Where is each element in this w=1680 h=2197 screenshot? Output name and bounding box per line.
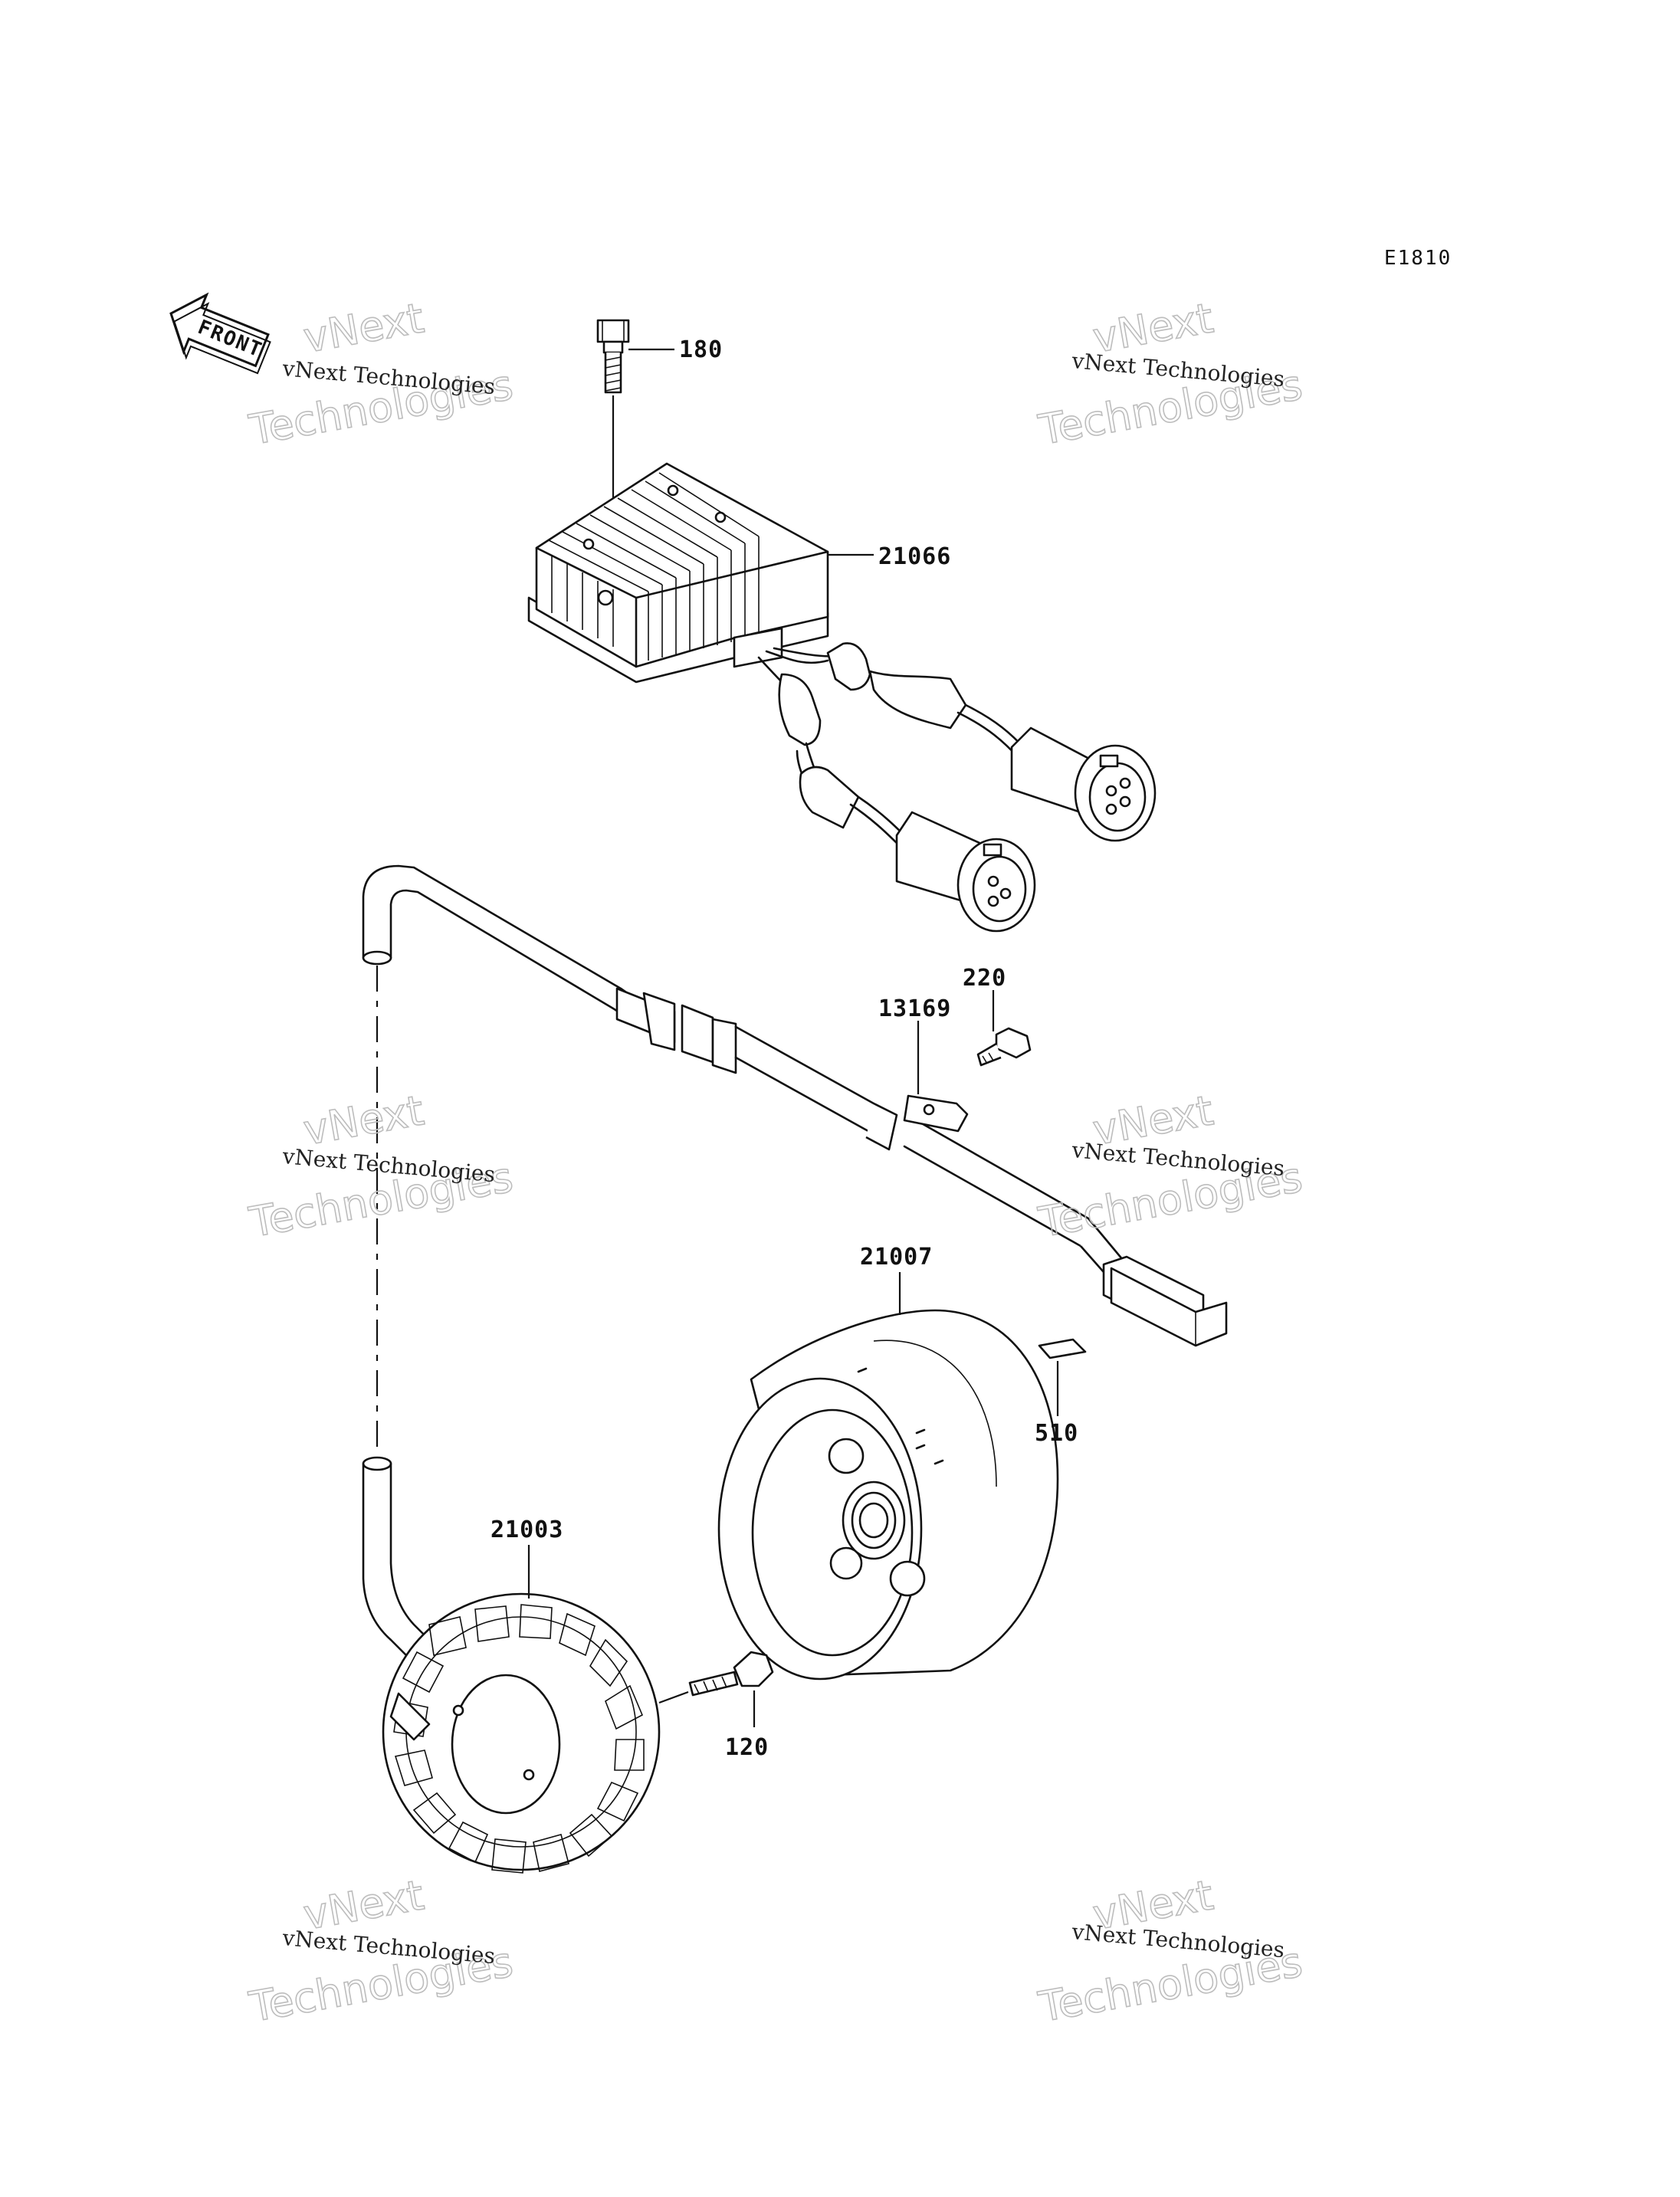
- watermark-top-right: vNext Technologies vNext Technologies: [1035, 293, 1307, 455]
- svg-text:vNext Technologies: vNext Technologies: [1070, 1919, 1285, 1963]
- watermark-bottom-left: vNext Technologies vNext Technologies: [245, 1871, 517, 2032]
- svg-text:vNext: vNext: [300, 293, 427, 362]
- svg-text:vNext: vNext: [300, 1086, 427, 1154]
- diagram-code: E1810: [1384, 247, 1452, 270]
- part-label-21007: 21007: [860, 1244, 933, 1271]
- regulator-rectifier-drawing: [527, 462, 1157, 933]
- watermark-top-left: vNext Technologies vNext Technologies: [245, 293, 517, 455]
- woodruff-key-510-drawing: [1038, 1338, 1087, 1359]
- watermark-middle-right: vNext Technologies vNext Technologies: [1035, 1086, 1307, 1248]
- watermark-middle-left: vNext Technologies vNext Technologies: [245, 1086, 517, 1248]
- bolt-180-drawing: [596, 319, 630, 567]
- part-label-180: 180: [679, 336, 723, 363]
- part-label-510: 510: [1035, 1420, 1078, 1447]
- watermark-bottom-right: vNext Technologies vNext Technologies: [1035, 1871, 1307, 2032]
- part-label-21003: 21003: [491, 1517, 563, 1543]
- screw-220-drawing: [976, 1027, 1032, 1067]
- stator-harness-drawing: [362, 864, 1228, 1657]
- part-label-120: 120: [725, 1734, 769, 1761]
- bolt-120-drawing: [658, 1651, 774, 1704]
- clamp-13169-drawing: [903, 1094, 969, 1133]
- part-label-13169: 13169: [878, 995, 951, 1022]
- front-arrow-icon: FRONT: [169, 292, 271, 375]
- part-label-220: 220: [963, 965, 1006, 992]
- rotor-drawing: [717, 1309, 1059, 1681]
- part-label-21066: 21066: [878, 543, 951, 570]
- stator-drawing: [382, 1592, 661, 1874]
